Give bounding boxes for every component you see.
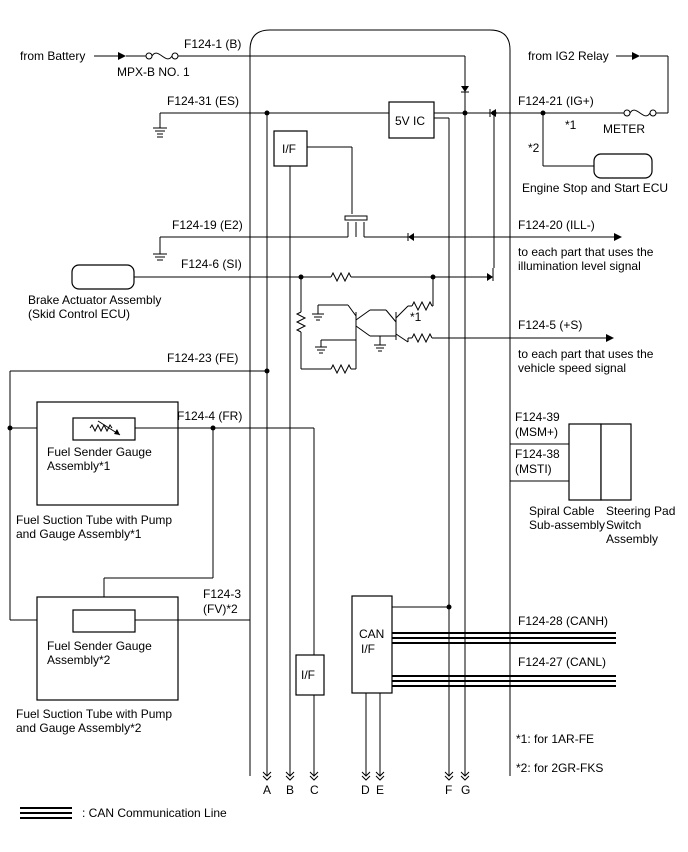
label-f124-19: F124-19 (E2) bbox=[172, 218, 243, 232]
arrow-right-icon bbox=[632, 52, 640, 60]
label-f124-39a: F124-39 bbox=[515, 410, 560, 424]
fuse-icon bbox=[629, 109, 651, 117]
label-f124-31: F124-31 (ES) bbox=[167, 94, 239, 108]
terminal-marks bbox=[262, 771, 470, 781]
arrow-right-icon bbox=[118, 52, 126, 60]
label-f124-5: F124-5 (+S) bbox=[518, 318, 582, 332]
label-tube2-1: Fuel Suction Tube with Pump bbox=[16, 707, 172, 721]
can-circuit bbox=[351, 595, 616, 776]
spiral-cable-box bbox=[568, 423, 602, 501]
arrow-right-icon bbox=[614, 233, 622, 241]
label-brake-2: (Skid Control ECU) bbox=[28, 307, 130, 321]
can-low-line bbox=[392, 675, 616, 687]
illumination-circuit bbox=[153, 130, 622, 776]
label-legend: : CAN Communication Line bbox=[82, 806, 227, 820]
label-steering-2: Switch bbox=[606, 518, 641, 532]
es-circuit bbox=[153, 101, 465, 776]
label-sender2-1: Fuel Sender Gauge bbox=[47, 639, 152, 653]
label-brake-1: Brake Actuator Assembly bbox=[28, 293, 161, 307]
label-sender2-2: Assembly*2 bbox=[47, 653, 111, 667]
label-engine-ecu: Engine Stop and Start ECU bbox=[522, 181, 668, 195]
label-can-if-1: CAN bbox=[359, 627, 384, 641]
diode-icon bbox=[408, 233, 414, 241]
label-f124-20: F124-20 (ILL-) bbox=[518, 218, 595, 232]
label-f124-28: F124-28 (CANH) bbox=[518, 614, 608, 628]
diode-icon bbox=[487, 273, 493, 281]
if-top-box bbox=[273, 130, 308, 167]
battery-circuit bbox=[94, 52, 469, 776]
label-from-battery: from Battery bbox=[20, 49, 85, 63]
label-f124-4: F124-4 (FR) bbox=[177, 409, 242, 423]
label-f124-38a: F124-38 bbox=[515, 447, 560, 461]
ic-5v-box bbox=[388, 101, 435, 139]
label-f124-27: F124-27 (CANL) bbox=[518, 655, 606, 669]
label-note1-mark: *1 bbox=[565, 118, 577, 132]
legend-can-line bbox=[20, 807, 72, 819]
label-f124-6: F124-6 (SI) bbox=[181, 257, 242, 271]
steering-circuit bbox=[510, 423, 632, 501]
can-if-box bbox=[351, 595, 393, 694]
label-tube1-1: Fuel Suction Tube with Pump bbox=[16, 513, 172, 527]
label-illum-1: to each part that uses the bbox=[518, 245, 654, 259]
steering-pad-box bbox=[600, 423, 632, 501]
label-terminal-f: F bbox=[445, 783, 452, 797]
resistor-icon bbox=[411, 300, 433, 312]
fuse-icon bbox=[151, 52, 173, 60]
label-f124-23: F124-23 (FE) bbox=[167, 351, 238, 365]
label-f124-39b: (MSM+) bbox=[515, 425, 558, 439]
label-meter: METER bbox=[603, 122, 645, 136]
resistor-icon bbox=[295, 311, 307, 333]
label-f124-21: F124-21 (IG+) bbox=[518, 94, 594, 108]
label-speed-2: vehicle speed signal bbox=[518, 361, 626, 375]
fuel-circuit bbox=[7, 368, 325, 776]
label-tube2-2: and Gauge Assembly*2 bbox=[16, 721, 142, 735]
label-speed-1: to each part that uses the bbox=[518, 347, 654, 361]
label-f124-3a: F124-3 bbox=[203, 587, 241, 601]
label-sender1-2: Assembly*1 bbox=[47, 459, 111, 473]
variable-resistor-icon bbox=[89, 423, 113, 433]
speed-circuit bbox=[71, 264, 614, 375]
label-steering-3: Assembly bbox=[606, 532, 658, 546]
label-f124-38b: (MSTI) bbox=[515, 462, 552, 476]
label-f124-3b: (FV)*2 bbox=[203, 602, 238, 616]
label-sender1-1: Fuel Sender Gauge bbox=[47, 445, 152, 459]
arrow-right-icon bbox=[606, 334, 614, 342]
label-f124-1: F124-1 (B) bbox=[184, 37, 241, 51]
sender1-box bbox=[72, 417, 136, 441]
label-spiral-1: Spiral Cable bbox=[529, 504, 595, 518]
label-terminal-e: E bbox=[376, 783, 384, 797]
sender2-box bbox=[72, 609, 136, 633]
label-spiral-2: Sub-assembly bbox=[529, 518, 605, 532]
label-note2: *2: for 2GR-FKS bbox=[516, 761, 603, 775]
meter-outline bbox=[249, 29, 511, 776]
label-illum-2: illumination level signal bbox=[518, 259, 641, 273]
label-if-bottom: I/F bbox=[301, 668, 315, 682]
label-steering-1: Steering Pad bbox=[606, 504, 675, 518]
if-bottom-box bbox=[295, 654, 325, 696]
label-tube1-2: and Gauge Assembly*1 bbox=[16, 527, 142, 541]
label-terminal-b: B bbox=[286, 783, 294, 797]
engine-ecu-connector bbox=[593, 153, 653, 179]
label-5v-ic: 5V IC bbox=[395, 114, 425, 128]
resistor-icon bbox=[411, 332, 433, 344]
can-high-line bbox=[392, 632, 616, 644]
ig2-circuit bbox=[462, 52, 669, 268]
label-transistor-mark: *1 bbox=[410, 310, 422, 324]
label-fuse-mpxb: MPX-B NO. 1 bbox=[117, 65, 190, 79]
label-note2-mark: *2 bbox=[528, 141, 540, 155]
label-note1: *1: for 1AR-FE bbox=[516, 732, 594, 746]
mosfet-icon bbox=[344, 215, 368, 221]
resistor-icon bbox=[330, 271, 352, 283]
label-can-if-2: I/F bbox=[361, 642, 375, 656]
label-terminal-g: G bbox=[461, 783, 470, 797]
label-terminal-a: A bbox=[263, 783, 271, 797]
resistor-icon bbox=[330, 363, 352, 375]
label-if-top: I/F bbox=[282, 142, 296, 156]
label-terminal-d: D bbox=[361, 783, 370, 797]
label-from-ig2: from IG2 Relay bbox=[528, 49, 609, 63]
label-terminal-c: C bbox=[310, 783, 319, 797]
brake-actuator-connector bbox=[71, 264, 135, 290]
diode-icon bbox=[461, 86, 469, 92]
